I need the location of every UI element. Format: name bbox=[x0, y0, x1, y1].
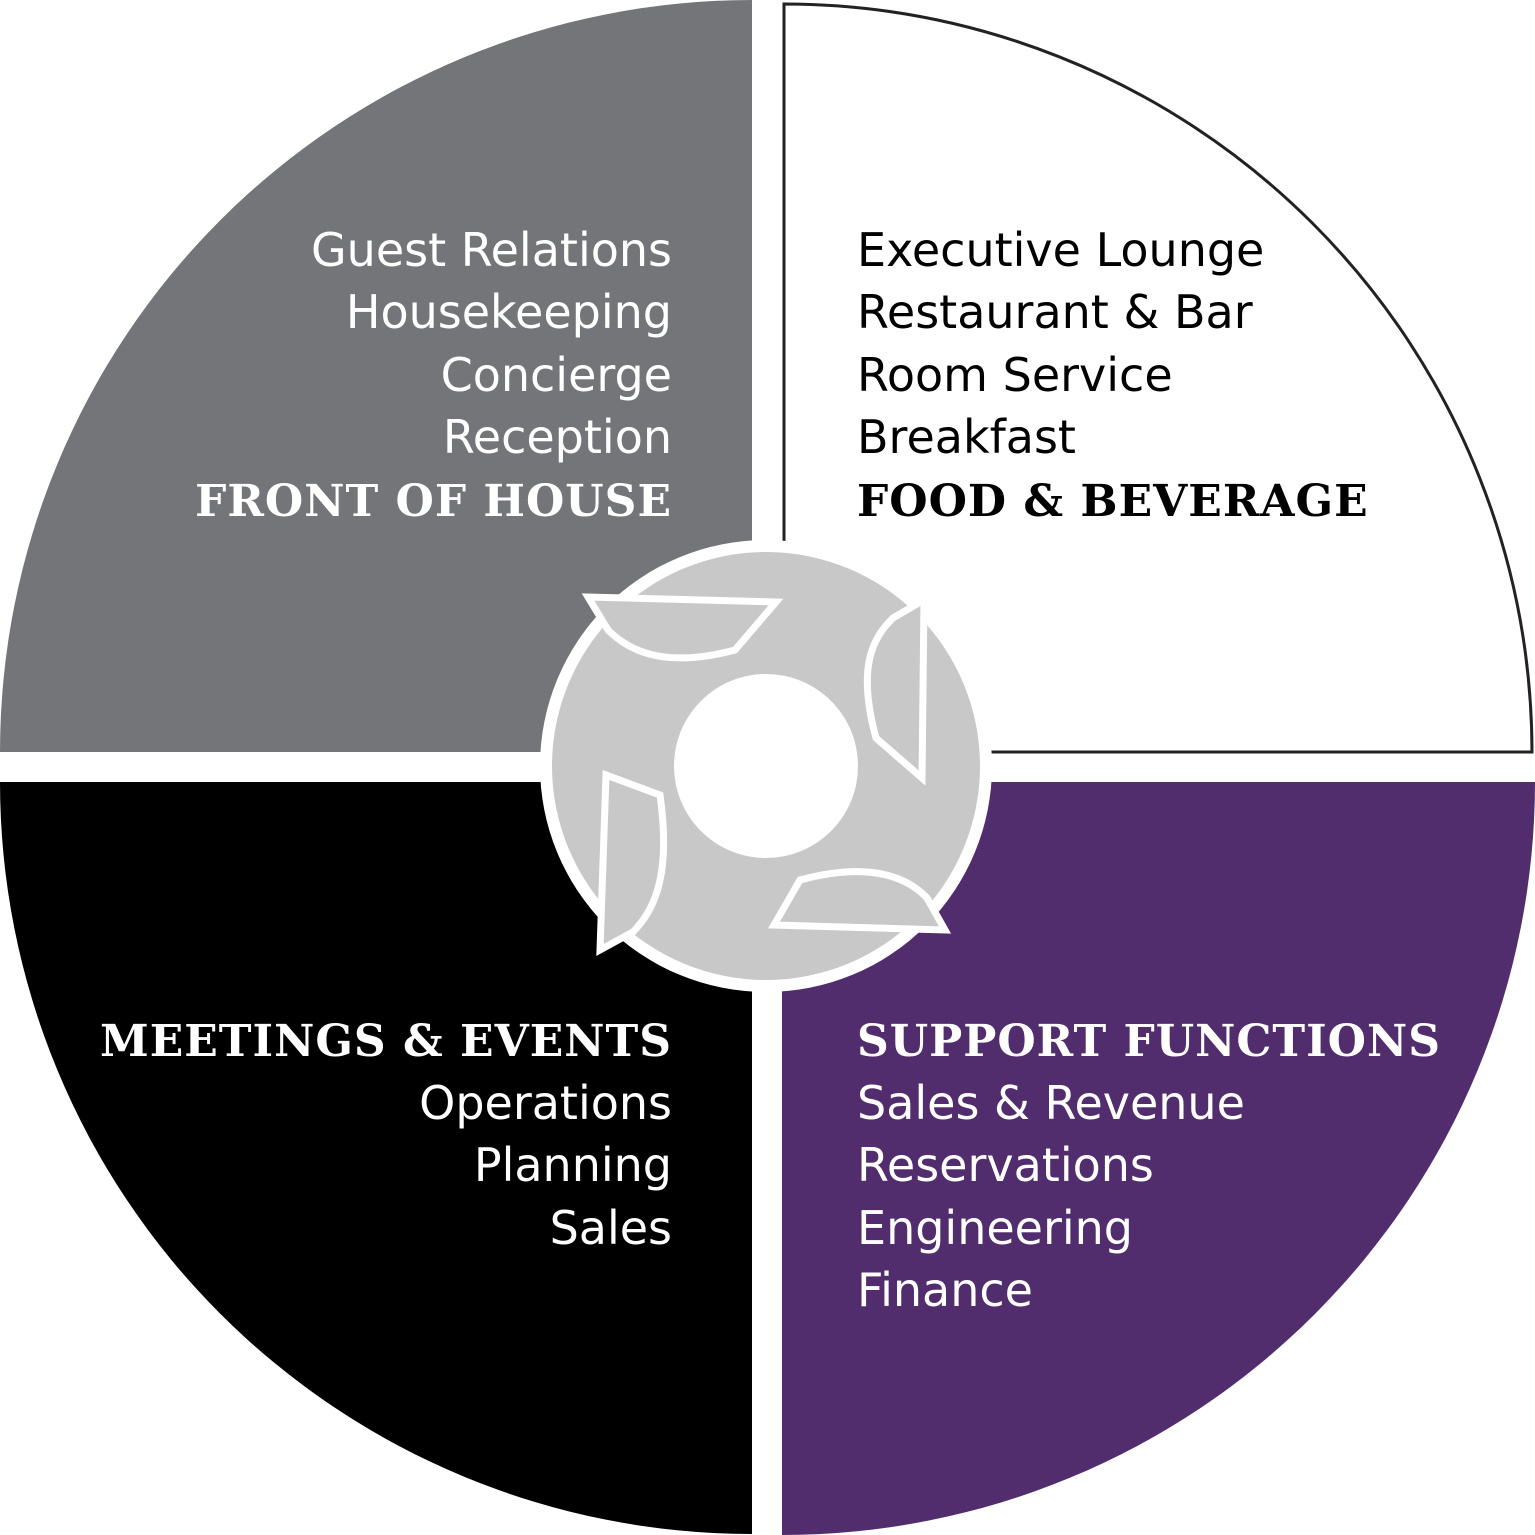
me-item-2: Planning bbox=[474, 1138, 672, 1192]
sf-item-1: Sales & Revenue bbox=[857, 1076, 1245, 1130]
fb-item-2: Restaurant & Bar bbox=[857, 285, 1253, 339]
sf-item-4: Finance bbox=[857, 1263, 1033, 1317]
fb-heading: FOOD & BEVERAGE bbox=[857, 476, 1369, 527]
food-beverage-quadrant bbox=[782, 2, 1534, 754]
arrow-bottom-icon bbox=[768, 868, 952, 934]
sf-item-3: Engineering bbox=[857, 1201, 1133, 1255]
fb-item-1: Executive Lounge bbox=[857, 223, 1264, 277]
me-heading: MEETINGS & EVENTS bbox=[100, 1016, 672, 1067]
foh-item-3: Concierge bbox=[441, 348, 672, 402]
fb-item-4: Breakfast bbox=[857, 410, 1076, 464]
foh-item-1: Guest Relations bbox=[311, 223, 672, 277]
foh-item-4: Reception bbox=[443, 410, 672, 464]
cycle-center bbox=[674, 674, 858, 858]
foh-item-2: Housekeeping bbox=[346, 285, 672, 339]
arrow-top-icon bbox=[581, 593, 784, 662]
meetings-events-quadrant bbox=[0, 782, 752, 1534]
fb-item-3: Room Service bbox=[857, 348, 1173, 402]
sf-heading: SUPPORT FUNCTIONS bbox=[857, 1016, 1441, 1067]
sf-item-2: Reservations bbox=[857, 1138, 1154, 1192]
arrow-right-icon bbox=[863, 593, 928, 786]
cycle-arrows-icon bbox=[581, 593, 952, 957]
me-item-3: Sales bbox=[550, 1201, 672, 1255]
me-item-1: Operations bbox=[419, 1076, 672, 1130]
arrow-left-icon bbox=[596, 770, 668, 957]
support-functions-quadrant bbox=[782, 782, 1535, 1535]
foh-heading: FRONT OF HOUSE bbox=[195, 476, 672, 527]
front-of-house-quadrant bbox=[0, 0, 752, 752]
